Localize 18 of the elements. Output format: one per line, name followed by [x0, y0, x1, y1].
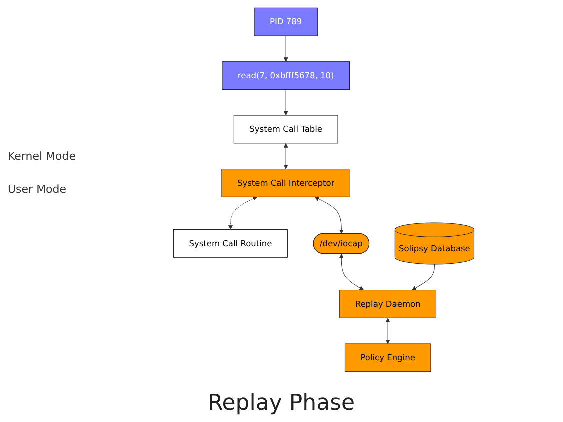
mode-label: User Mode — [8, 183, 68, 196]
node-box: System Call Table — [234, 115, 338, 144]
arrow — [412, 264, 435, 290]
arrow — [339, 254, 364, 290]
arrow — [284, 143, 288, 170]
arrow — [284, 36, 288, 62]
arrow — [314, 196, 344, 234]
mode-label: Kernel Mode — [8, 150, 76, 163]
node-box: Policy Engine — [344, 344, 432, 372]
node-box: System Call Routine — [173, 230, 288, 258]
arrow — [284, 89, 288, 116]
arrow — [228, 196, 258, 230]
node-box: read(7, 0xbfff5678, 10) — [222, 62, 350, 90]
node-box: System Call Interceptor — [222, 169, 350, 198]
node-box: PID 789 — [254, 8, 318, 36]
caption: Replay Phase — [206, 391, 356, 416]
node-box: Replay Daemon — [340, 290, 437, 318]
arrow — [386, 318, 390, 344]
